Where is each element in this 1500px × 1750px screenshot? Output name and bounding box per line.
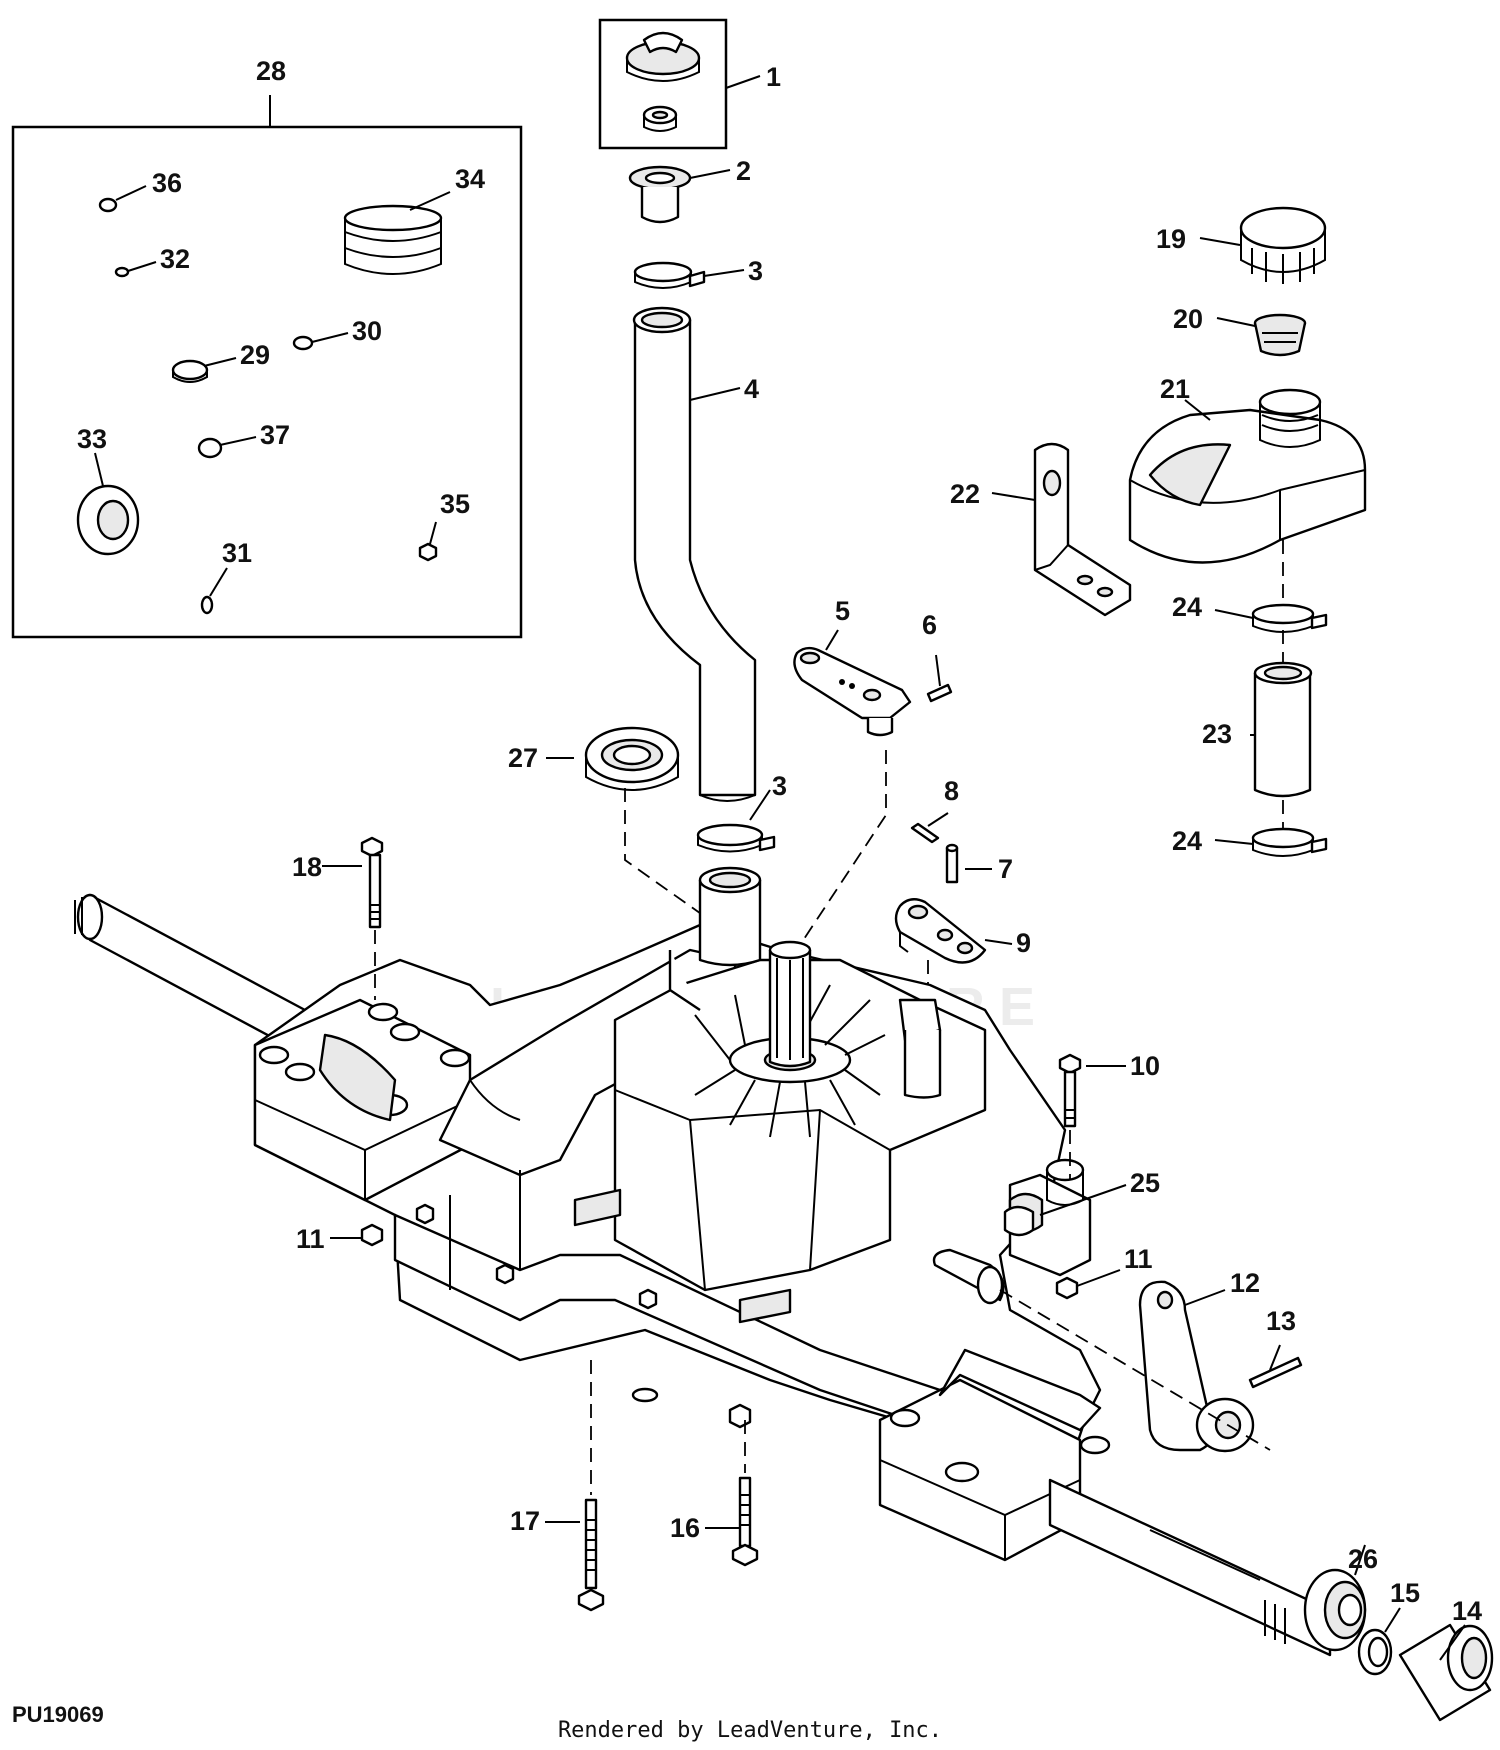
part-34-ring-set	[343, 204, 443, 275]
part-11-nut-left	[360, 1223, 384, 1247]
callout-7: 7	[998, 854, 1013, 884]
callout-31: 31	[222, 538, 252, 568]
callout-3-lower: 3	[772, 771, 787, 801]
part-3-clamp-lower	[696, 823, 776, 853]
part-16-bolt	[731, 1476, 759, 1567]
filler-assembly	[598, 18, 776, 853]
callout-20: 20	[1173, 304, 1203, 334]
callout-26: 26	[1348, 1544, 1378, 1574]
callout-4: 4	[744, 374, 759, 404]
callout-30: 30	[352, 316, 382, 346]
part-30-ring	[292, 335, 314, 351]
callout-3-upper: 3	[748, 256, 763, 286]
part-18-bolt	[360, 836, 384, 929]
part-12-arm	[1138, 1280, 1255, 1453]
part-9-lever	[894, 898, 987, 964]
callout-33: 33	[77, 424, 107, 454]
part-33-seal	[76, 484, 140, 556]
transaxle-housing	[74, 866, 1332, 1657]
callout-5: 5	[835, 596, 850, 626]
part-25-bushing	[1003, 1205, 1035, 1237]
part-37-ring	[197, 437, 223, 459]
kit-box-28	[11, 95, 523, 639]
part-20-screen	[1253, 313, 1307, 357]
callout-2: 2	[736, 156, 751, 186]
callout-11-left: 11	[296, 1224, 325, 1254]
lever-parts	[546, 629, 1013, 1010]
part-13-pin	[1248, 1356, 1303, 1389]
callout-24-upper: 24	[1172, 592, 1202, 622]
callout-12: 12	[1230, 1268, 1260, 1298]
callout-1: 1	[766, 62, 781, 92]
callout-36: 36	[152, 168, 182, 198]
callout-28: 28	[256, 56, 286, 86]
part-32-ring	[114, 266, 130, 278]
callout-9: 9	[1016, 928, 1031, 958]
callout-16: 16	[670, 1513, 700, 1543]
part-36-oring	[98, 197, 118, 213]
part-26-bearing	[1303, 1568, 1367, 1652]
part-14-spacer	[1398, 1623, 1494, 1722]
figure-code: PU19069	[12, 1702, 104, 1727]
fasteners	[322, 836, 1494, 1722]
left-axle	[74, 893, 307, 1057]
part-8-pin	[910, 822, 940, 844]
part-29-plug	[171, 359, 209, 383]
part-24-clamp-lower	[1251, 827, 1328, 857]
right-axle	[1048, 1478, 1332, 1657]
part-27-bearing	[584, 726, 680, 791]
callout-22: 22	[950, 479, 980, 509]
part-2-grommet	[628, 165, 692, 224]
callout-25: 25	[1130, 1168, 1160, 1198]
part-6-pin	[926, 683, 953, 703]
callout-14: 14	[1452, 1596, 1482, 1626]
part-35-plug	[418, 542, 438, 562]
callout-10: 10	[1130, 1051, 1160, 1081]
callout-6: 6	[922, 610, 937, 640]
callout-32: 32	[160, 244, 190, 274]
part-22-bracket	[1033, 442, 1132, 617]
callouts: 28 36 34 32 30 29 33 37 35 31 1 2 3 4 3 …	[77, 56, 1482, 1626]
callout-27: 27	[508, 743, 538, 773]
part-21-tank	[1128, 388, 1367, 564]
part-1-cap	[625, 31, 701, 132]
callout-19: 19	[1156, 224, 1186, 254]
part-15-ring	[1357, 1628, 1393, 1676]
part-31-ring	[200, 595, 214, 615]
part-7-pin	[945, 843, 959, 884]
case-center	[613, 958, 987, 1292]
part-19-cap	[1239, 206, 1327, 284]
tank-assembly	[991, 206, 1367, 857]
callout-11-right: 11	[1124, 1244, 1153, 1274]
part-23-hose	[1253, 661, 1313, 798]
callout-24-lower: 24	[1172, 826, 1202, 856]
part-10-bolt	[1058, 1053, 1082, 1128]
callout-21: 21	[1160, 374, 1190, 404]
callout-13: 13	[1266, 1306, 1296, 1336]
callout-8: 8	[944, 776, 959, 806]
callout-34: 34	[455, 164, 485, 194]
part-5-lever	[793, 646, 912, 737]
callout-23: 23	[1202, 719, 1232, 749]
callout-37: 37	[260, 420, 290, 450]
part-4-tube	[632, 306, 757, 802]
callout-15: 15	[1390, 1578, 1420, 1608]
callout-29: 29	[240, 340, 270, 370]
part-3-clamp-upper	[633, 261, 706, 289]
part-17-bolt	[577, 1498, 605, 1612]
footer-credit: Rendered by LeadVenture, Inc.	[557, 1718, 943, 1743]
callout-18: 18	[292, 852, 322, 882]
part-11-nut-right	[1055, 1276, 1079, 1300]
part-24-clamp-upper	[1251, 603, 1328, 633]
callout-35: 35	[440, 489, 470, 519]
callout-17: 17	[510, 1506, 540, 1536]
input-shaft	[768, 940, 812, 1068]
